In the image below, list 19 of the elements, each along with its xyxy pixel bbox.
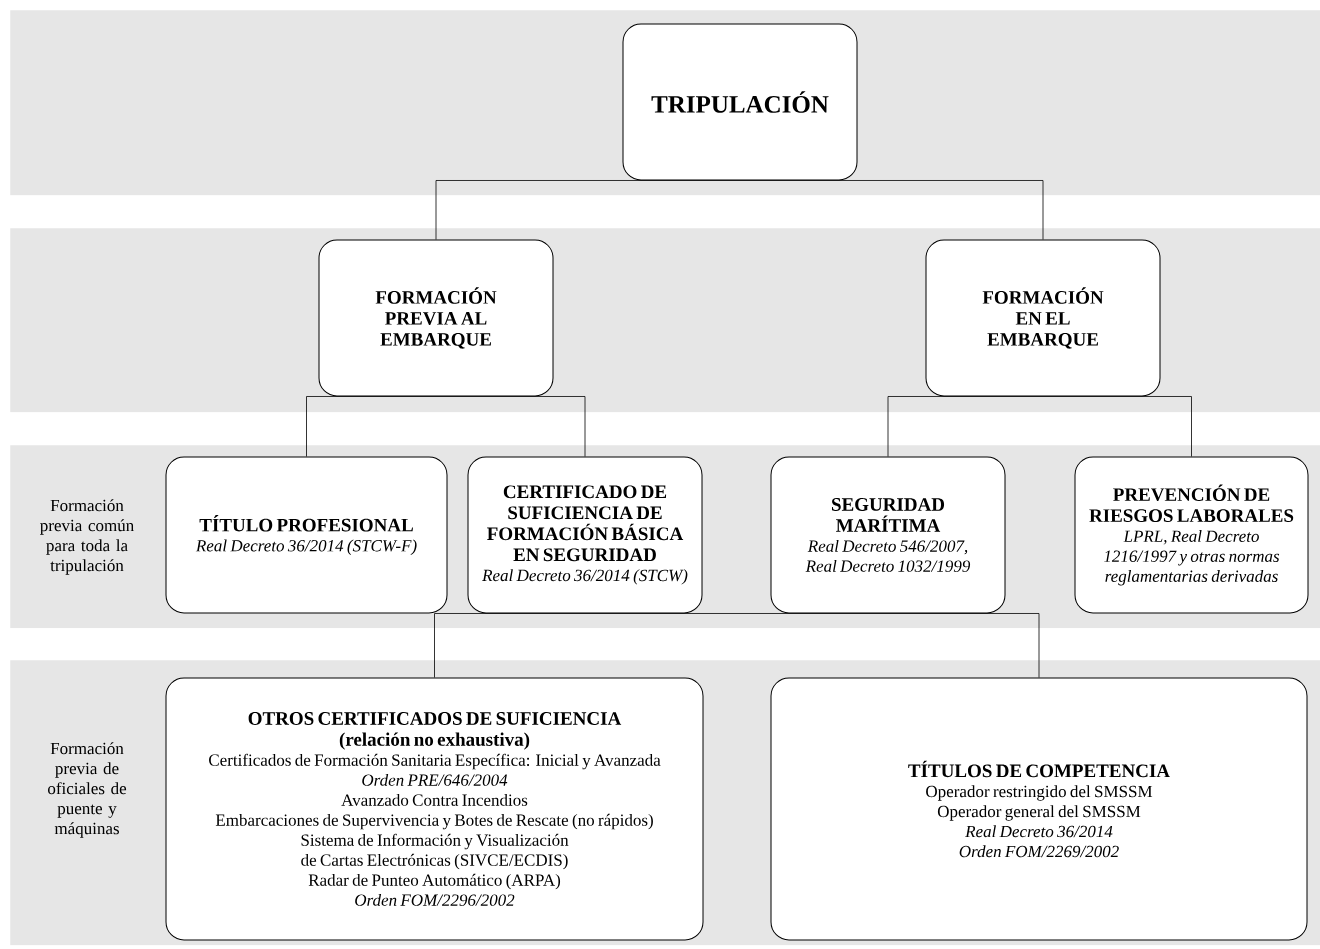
- band-label: Formación previa de oficiales de puente y máquinas: [48, 742, 127, 838]
- text-box: TRIPULACIÓN: [622, 23, 858, 181]
- connector: [435, 180, 741, 240]
- connector: [887, 396, 1044, 457]
- connector: [584, 613, 1040, 678]
- band-label: Formación previa común para toda la tripulación: [40, 499, 134, 575]
- connector: [739, 180, 1044, 240]
- text-box: FORMACIÓN PREVIA AL EMBARQUE: [318, 239, 554, 397]
- text-box: FORMACIÓN EN EL EMBARQUE: [925, 239, 1161, 397]
- connector: [435, 396, 586, 457]
- connector: [1042, 396, 1192, 457]
- text-box: SEGURIDAD MARÍTIMA Real Decreto 546/2007, Real Decreto 1032/1999: [770, 456, 1006, 614]
- connector: [434, 613, 586, 678]
- text-box: TÍTULO PROFESIONAL Real Decreto 36/2014 (STCW-F): [165, 456, 448, 614]
- text-box: TÍTULOS DE COMPETENCIA Operador restringido del SMSSM Operador general del SMSSM Real Decreto 36/2014 Orden FOM/2269/2002: [770, 677, 1308, 941]
- text-box: OTROS CERTIFICADOS DE SUFICIENCIA (relación no exhaustiva) Certificados de Formación Sanitaria Específica: Inicial y Avanzada Orden PRE/646/2004 Avanzado Contra Incendios Embarcaciones de Supervivencia y Botes de Rescate (no rápidos) Sistema de Información y Visualización de Cartas Electrónicas (SIVCE/ECDIS) Radar de Punteo Automático (ARPA) Orden FOM/2296/2002: [165, 677, 704, 941]
- connector: [306, 396, 437, 457]
- text-box: PREVENCIÓN DE RIESGOS LABORALES LPRL, Real Decreto 1216/1997 y otras normas reglamentarias derivadas: [1074, 456, 1309, 614]
- text-box: CERTIFICADO DE SUFICIENCIA DE FORMACIÓN BÁSICA EN SEGURIDAD Real Decreto 36/2014 (STCW): [467, 456, 703, 614]
